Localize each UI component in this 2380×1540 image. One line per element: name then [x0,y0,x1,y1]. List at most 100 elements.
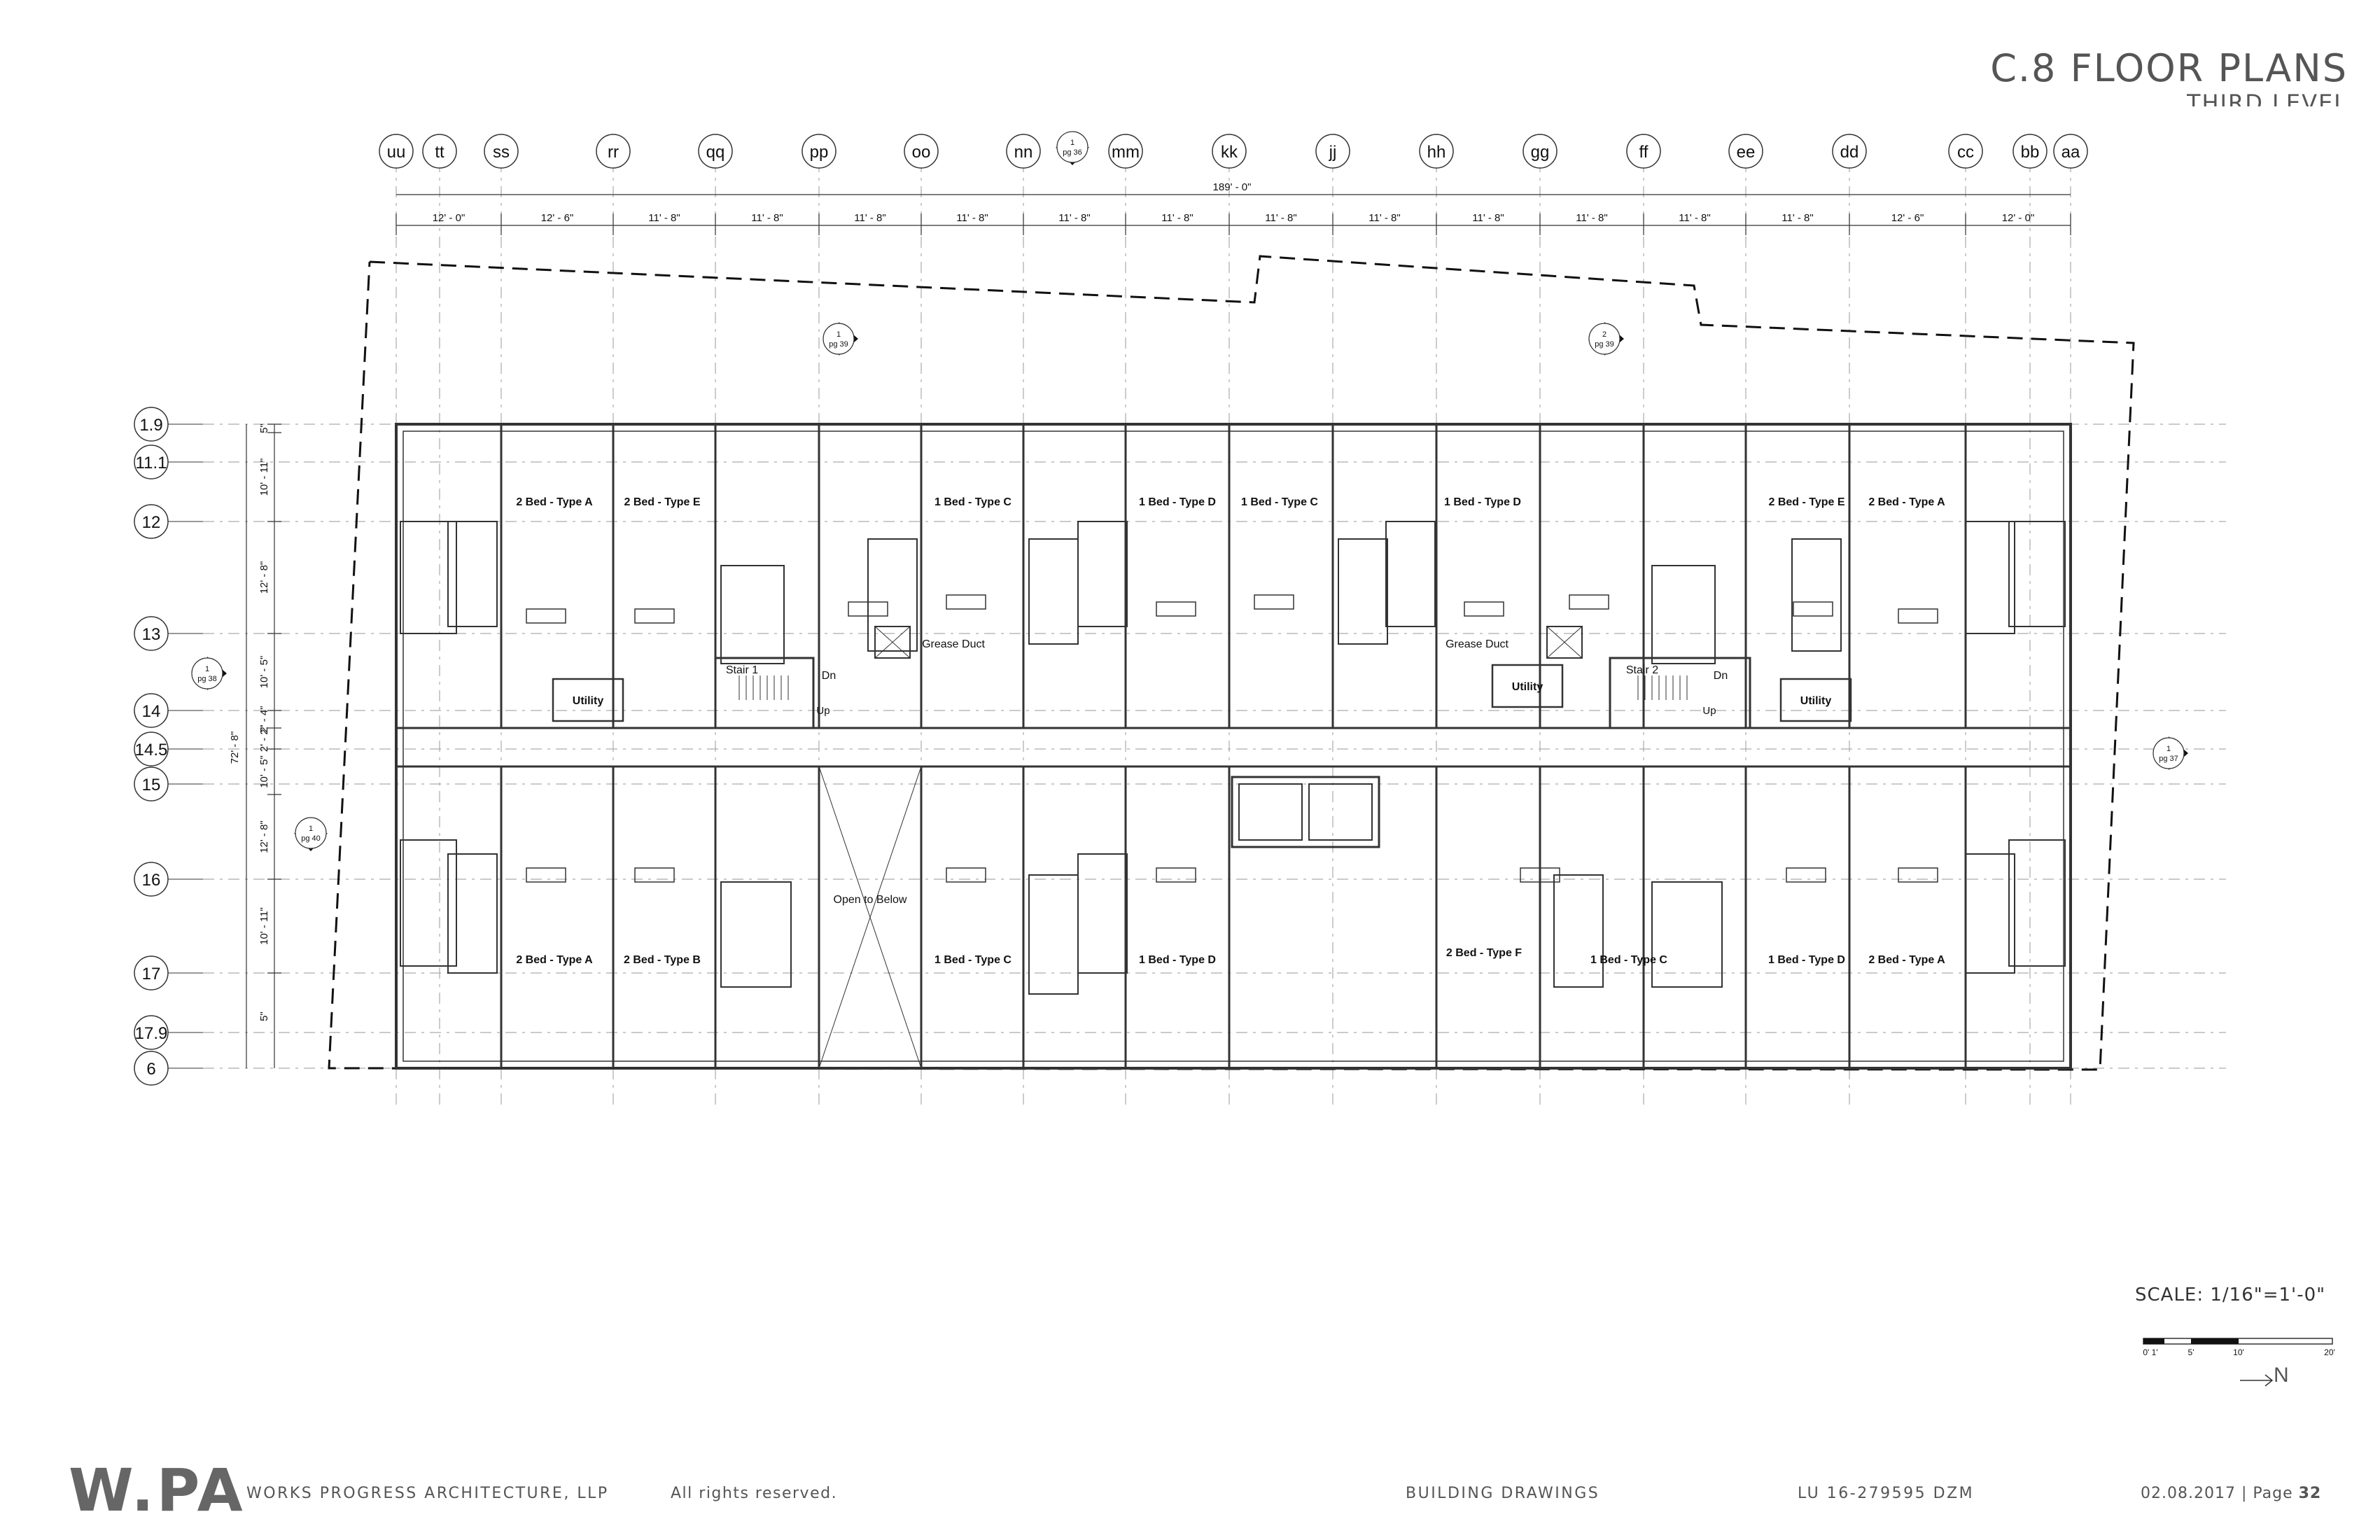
unit-label-north: 1 Bed - Type D [1139,496,1216,508]
kitchen-island [526,867,566,883]
unit-label-south: 1 Bed - Type C [934,954,1011,966]
section-marker [822,323,855,355]
open-to-below-diagonal [818,766,922,1069]
kitchen-island [1793,601,1833,617]
bay-dimension: 12' - 6" [541,212,574,224]
scale-bar-fill [2191,1338,2239,1344]
utility-label: Utility [573,695,604,707]
column-grid-bubble [422,134,457,169]
row-grid-label: 11.1 [136,454,167,472]
north-arrow-head [2264,1374,2274,1387]
column-grid-label: hh [1427,143,1446,162]
unit-label-south: 1 Bed - Type D [1139,954,1216,966]
kitchen-island [1786,867,1826,883]
row-dimension: 2' - 4" [258,706,270,732]
row-grid-label: 14 [142,702,161,721]
column-grid-label: jj [1329,143,1337,162]
bathroom [1965,521,2015,634]
bay-dimension: 11' - 8" [1265,212,1296,224]
bay-dimension: 11' - 8" [1472,212,1504,224]
section-marker-number: 1 [205,665,209,673]
row-grid-label: 1.9 [139,416,162,435]
kitchen-island [526,608,566,624]
grease-duct-label: Grease Duct [922,638,985,650]
column-grid-label: kk [1221,143,1238,162]
bathroom [1965,853,2015,974]
bathroom [720,565,785,664]
section-marker [295,817,327,849]
bathroom [1791,538,1842,652]
date-page: 02.08.2017 | Page 32 [2141,1485,2321,1502]
bay-dimension: 11' - 8" [1782,212,1813,224]
row-dimension: 5" [258,424,270,433]
stair-2-label: Stair 2 [1626,664,1658,676]
kitchen-island [946,867,986,883]
row-grid-label: 17 [142,965,161,983]
elevator-car [1308,783,1373,841]
property-line [328,255,2135,1071]
column-grid-bubble [596,134,631,169]
kitchen-island [634,867,675,883]
kitchen-island [1254,594,1294,610]
scale-bar-fill [2143,1338,2164,1344]
row-grid-label: 15 [142,776,161,794]
bay-dimension: 12' - 0" [433,212,465,224]
column-grid-label: gg [1531,143,1550,162]
firm-logo: W.PA [69,1456,246,1525]
bathroom [400,839,457,967]
bathroom [447,521,498,627]
bathroom [720,881,792,988]
building-outline [395,423,2072,1070]
date-and-page-label: 02.08.2017 | Page [2141,1485,2299,1502]
row-dimension: 10' - 11" [258,458,270,496]
section-marker-page: pg 36 [1063,148,1082,157]
stair-2 [1609,657,1751,729]
column-grid-label: ff [1639,143,1648,162]
column-grid-bubble [2053,134,2088,169]
unit-label-north: 2 Bed - Type A [1868,496,1945,508]
bay-dimension: 11' - 8" [1058,212,1090,224]
bathroom [2008,839,2066,967]
overall-width-dimension: 189' - 0" [1213,181,1252,193]
column-grid-bubble [1832,134,1867,169]
section-marker-number: 1 [836,330,841,339]
bathroom [1553,874,1604,988]
bathroom [1028,874,1079,995]
bathroom [1651,565,1716,664]
column-grid-label: nn [1014,143,1033,162]
unit-label-south: 1 Bed - Type D [1768,954,1845,966]
bay-dimension: 11' - 8" [1368,212,1400,224]
permit-number: LU 16-279595 DZM [1798,1485,1975,1502]
column-grid-label: mm [1112,143,1140,162]
row-dimension: 12' - 8" [258,820,270,853]
bathroom [1077,853,1128,974]
bathroom [2008,521,2066,627]
bay-dimension: 11' - 8" [751,212,783,224]
north-label: N [2274,1364,2289,1387]
bay-dimension: 11' - 8" [854,212,886,224]
bathroom [1028,538,1079,645]
section-marker-number: 1 [1070,139,1074,147]
overall-depth-dimension: 72' - 8" [229,732,241,764]
kitchen-island [1156,867,1196,883]
scale-bar-tick-label: 5' [2188,1348,2194,1357]
row-dimension: 12' - 8" [258,561,270,594]
section-marker-page: pg 40 [301,834,321,843]
kitchen-island [946,594,986,610]
column-grid-bubble [1108,134,1143,169]
elevator-core [1231,776,1380,848]
column-grid-bubble [1948,134,1983,169]
grease-duct [1546,626,1583,659]
unit-label-north: 2 Bed - Type A [516,496,593,508]
column-grid-label: rr [608,143,619,162]
stair-1-label: Stair 1 [726,664,758,676]
stair-1-up-label: Up [816,705,830,717]
section-marker-number: 1 [309,825,313,833]
bay-dimension: 11' - 8" [1576,212,1607,224]
firm-name: WORKS PROGRESS ARCHITECTURE, LLP [246,1485,609,1502]
bay-dimension: 12' - 0" [2002,212,2035,224]
column-grid-label: cc [1957,143,1974,162]
column-grid-bubble [1728,134,1763,169]
kitchen-island [1156,601,1196,617]
